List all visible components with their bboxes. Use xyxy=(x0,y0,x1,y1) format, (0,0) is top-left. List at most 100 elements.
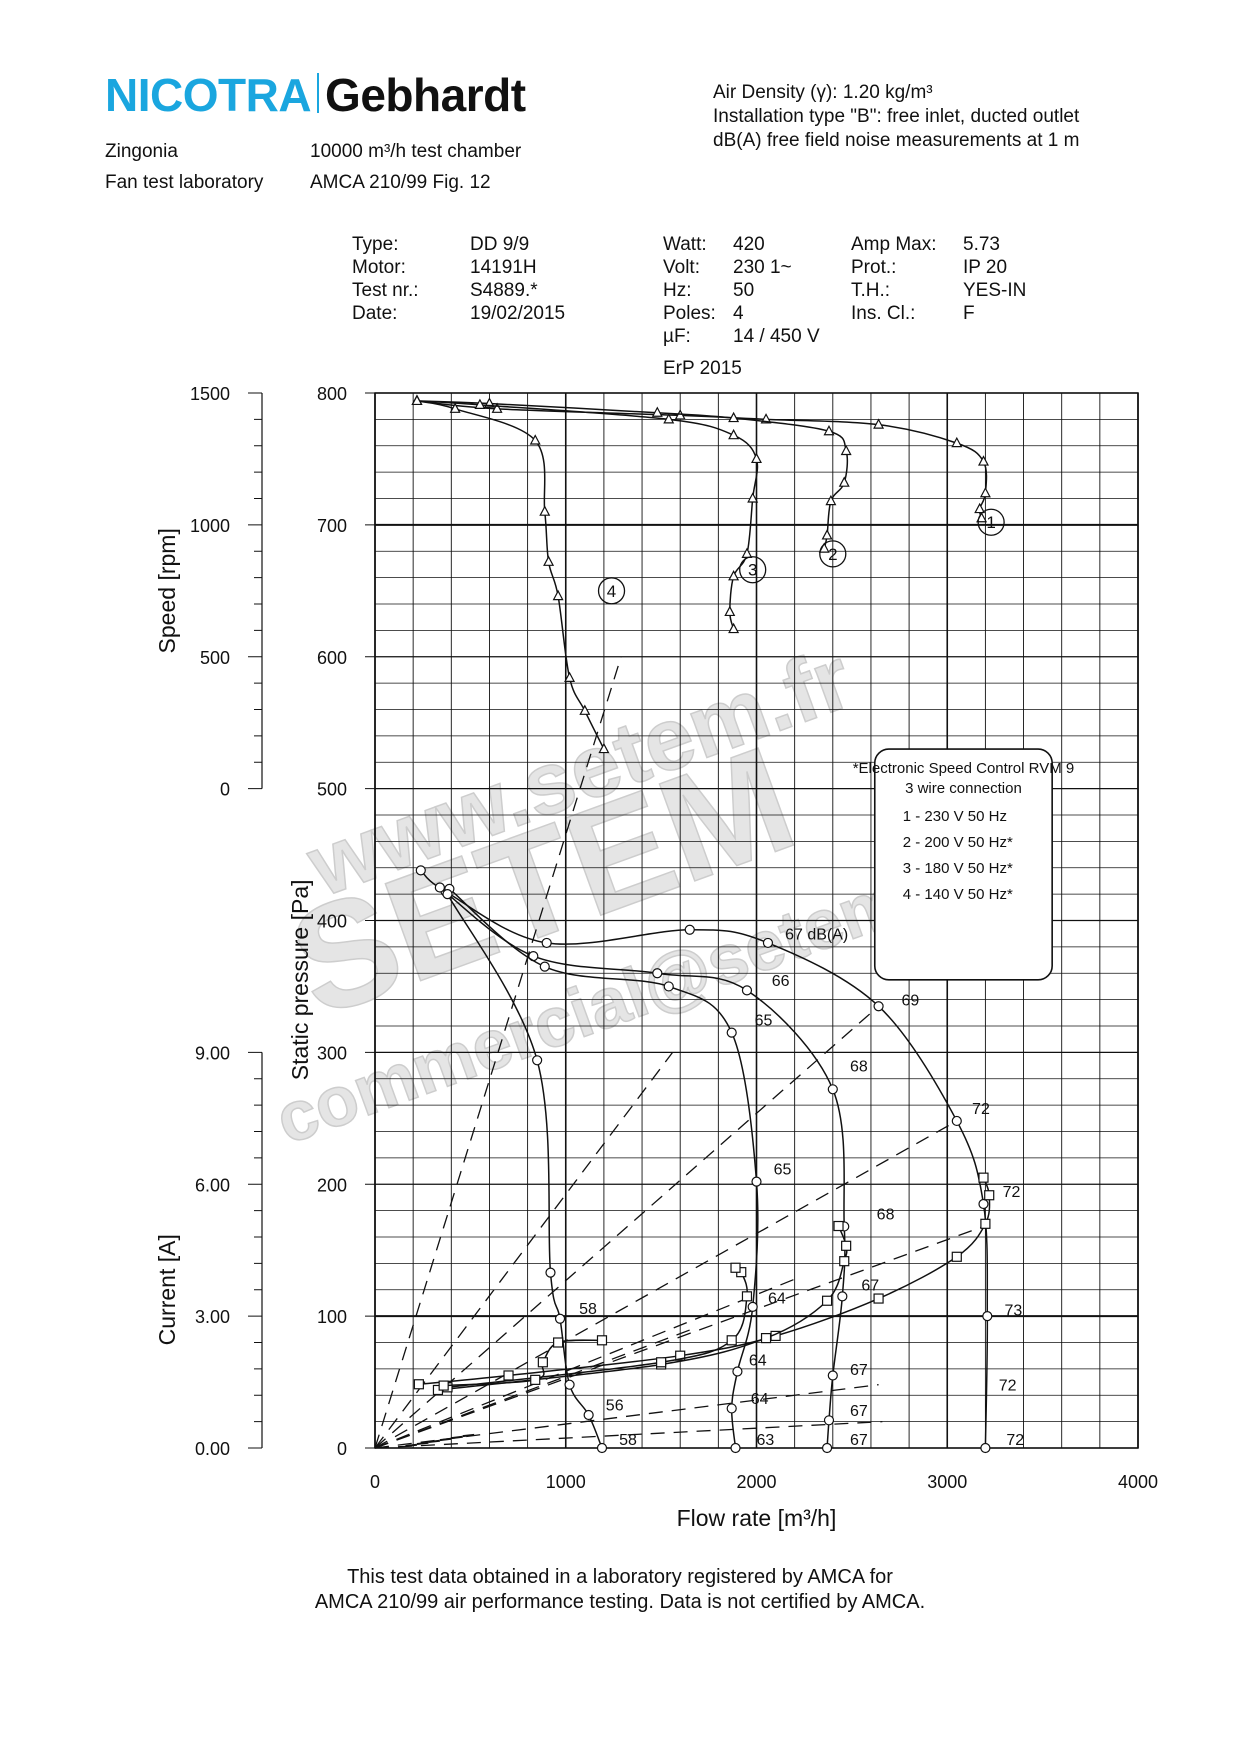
static-point xyxy=(726,1027,737,1038)
current-point xyxy=(821,1295,833,1306)
x-tick-label: 2000 xyxy=(736,1472,776,1492)
origin-hatch xyxy=(462,1433,475,1438)
current-point xyxy=(741,1291,753,1302)
current-point xyxy=(537,1357,548,1368)
origin-hatch xyxy=(416,1441,429,1446)
current-tick-label: 6.00 xyxy=(195,1175,230,1195)
static-point xyxy=(554,1313,566,1324)
spec-value: 14191H xyxy=(470,257,537,278)
curve-label: 4 xyxy=(607,582,616,601)
current-curve-3 xyxy=(447,1267,749,1389)
static-point xyxy=(978,1198,989,1210)
legend-box xyxy=(873,748,1053,981)
db-label: 73 xyxy=(1004,1303,1022,1320)
system-lines xyxy=(374,656,984,1449)
speed-point xyxy=(728,622,740,634)
static-tick-label: 500 xyxy=(317,780,347,800)
spec-label: T.H.: xyxy=(851,280,891,301)
static-point xyxy=(539,961,550,972)
spec-value: 420 xyxy=(733,234,765,255)
static-tick-label: 400 xyxy=(317,912,347,932)
logo-divider xyxy=(317,73,320,113)
origin-hatch xyxy=(439,1437,452,1442)
spec-label: Volt: xyxy=(663,257,700,278)
current-point xyxy=(730,1262,741,1273)
speed-curve-3 xyxy=(416,400,759,630)
spec-value: YES-IN xyxy=(963,280,1027,301)
static-curve-2 xyxy=(439,886,846,1449)
db-label: 58 xyxy=(619,1432,637,1449)
curve-label-circle xyxy=(977,508,1005,536)
legend-item: 1 - 230 V 50 Hz xyxy=(903,808,1007,825)
speed-curve-1 xyxy=(416,400,988,519)
static-point xyxy=(747,1301,758,1312)
current-point xyxy=(656,1357,667,1368)
static-tick-label: 0 xyxy=(337,1439,347,1459)
x-tick-label: 1000 xyxy=(546,1472,586,1492)
speed-point xyxy=(529,434,541,445)
static-point xyxy=(532,1055,543,1066)
static-point xyxy=(741,985,753,996)
curve-label: 3 xyxy=(748,561,757,580)
static-point xyxy=(730,1442,741,1454)
noise-note: dB(A) free field noise measurements at 1… xyxy=(713,130,1080,151)
spec-label: Hz: xyxy=(663,280,692,301)
current-point xyxy=(413,1379,424,1390)
db-label: 67 xyxy=(850,1403,868,1420)
speed-point xyxy=(491,402,503,413)
speed-tick-label: 1000 xyxy=(190,516,230,536)
spec-label: Type: xyxy=(352,234,399,255)
brand-name-left: NICOTRA xyxy=(105,69,312,121)
db-label: 66 xyxy=(772,973,790,990)
current-tick-label: 3.00 xyxy=(195,1307,230,1327)
current-point xyxy=(530,1374,541,1385)
system-line xyxy=(374,1051,674,1449)
legend-title-1: *Electronic Speed Control RVM 9 xyxy=(853,760,1075,777)
static-point xyxy=(821,1442,833,1454)
spec-label: µF: xyxy=(663,326,691,347)
static-point xyxy=(545,1267,556,1278)
db-label: 58 xyxy=(579,1301,597,1318)
static-point xyxy=(415,865,426,876)
speed-point xyxy=(838,476,850,487)
db-label: 64 xyxy=(751,1391,769,1408)
speed-point xyxy=(728,411,740,423)
spec-label: Poles: xyxy=(663,303,716,324)
speed-point xyxy=(825,494,837,506)
legend-title-2: 3 wire connection xyxy=(905,780,1022,797)
current-point xyxy=(503,1370,514,1381)
static-point xyxy=(873,1001,884,1012)
curve-label-circle xyxy=(819,540,847,568)
spec-value: 19/02/2015 xyxy=(470,303,566,324)
erp-label: ErP 2015 xyxy=(663,358,742,379)
speed-point xyxy=(728,570,740,581)
speed-point xyxy=(840,444,852,456)
static-point xyxy=(951,1115,962,1127)
speed-axis-title: Speed [rpm] xyxy=(154,528,180,653)
static-point xyxy=(827,1084,838,1095)
legend-item: 4 - 140 V 50 Hz* xyxy=(903,886,1013,903)
x-tick-label: 3000 xyxy=(927,1472,967,1492)
static-point xyxy=(684,924,695,935)
db-label: 63 xyxy=(757,1432,775,1449)
system-line xyxy=(374,1225,984,1449)
test-standard: AMCA 210/99 Fig. 12 xyxy=(310,172,491,193)
static-point xyxy=(442,889,453,900)
system-line xyxy=(374,1005,880,1449)
speed-point xyxy=(977,455,989,466)
current-point xyxy=(438,1380,449,1391)
speed-point xyxy=(651,406,663,417)
db-label: 72 xyxy=(972,1101,990,1118)
db-label: 65 xyxy=(755,1012,773,1029)
static-tick-label: 100 xyxy=(317,1307,347,1327)
static-point xyxy=(980,1442,991,1454)
speed-point xyxy=(539,505,551,516)
spec-label: Date: xyxy=(352,303,398,324)
brand-name-right: Gebhardt xyxy=(325,69,526,121)
speed-point xyxy=(979,486,991,498)
speed-point xyxy=(821,529,833,540)
db-label: 69 xyxy=(901,993,919,1010)
speed-point xyxy=(564,671,576,682)
current-point xyxy=(553,1337,564,1348)
db-label: 56 xyxy=(606,1397,624,1414)
